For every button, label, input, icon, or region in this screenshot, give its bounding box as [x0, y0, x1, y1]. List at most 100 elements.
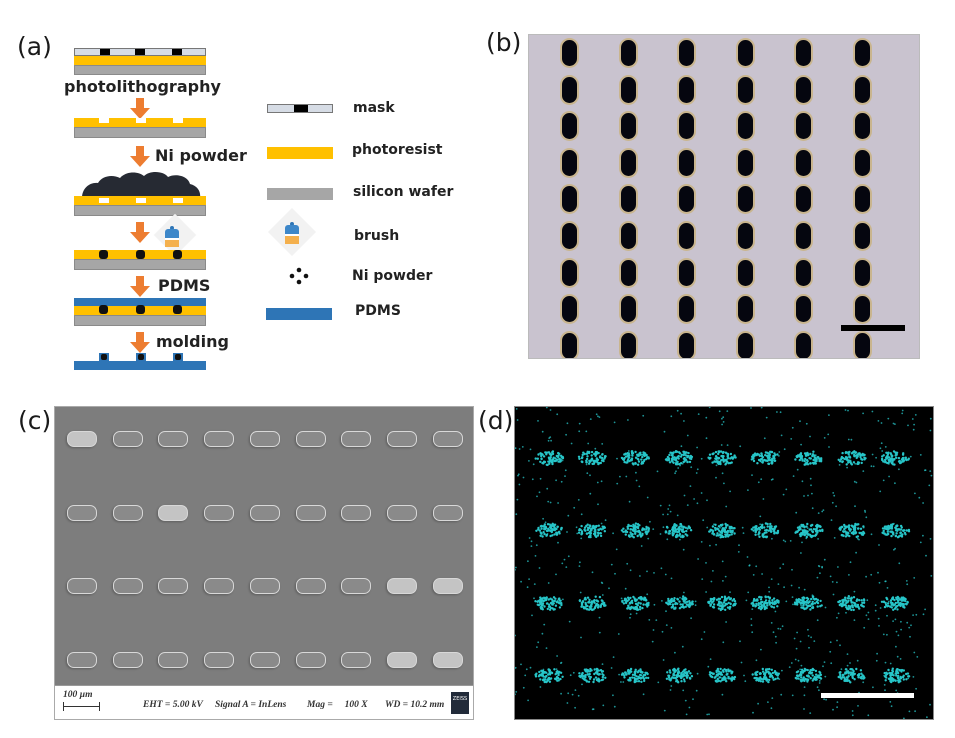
well: [737, 332, 753, 358]
ni-signal-dot: [797, 659, 800, 662]
ni-signal-dot: [838, 464, 841, 466]
well: [562, 296, 577, 323]
ni-signal-dot: [914, 414, 917, 416]
step-label-pdms: PDMS: [158, 276, 211, 295]
ni-signal-dot: [801, 541, 803, 544]
ni-signal-dot: [564, 475, 566, 477]
ni-signal-dot: [585, 430, 588, 433]
ni-signal-dot: [674, 472, 676, 475]
ni-signal-dot: [693, 498, 695, 500]
ni-signal-dot: [696, 672, 699, 675]
ni-signal-dot: [617, 633, 620, 635]
ni-signal-dot: [913, 423, 915, 426]
sem-signal: Signal A = InLens: [215, 700, 287, 710]
ni-signal-dot: [726, 410, 729, 412]
ni-signal-dot: [625, 475, 628, 478]
ni-signal-dot: [581, 683, 583, 686]
pillar: [386, 578, 417, 594]
ni-signal-dot: [534, 555, 537, 557]
ni-signal-dot: [772, 631, 775, 634]
ni-signal-dot: [706, 499, 708, 502]
ni-signal-dot: [695, 689, 698, 692]
well: [796, 186, 811, 213]
pillar: [295, 651, 326, 668]
ni-signal-dot: [913, 577, 916, 579]
ni-signal-dot: [800, 552, 802, 554]
ni-signal-dot: [884, 580, 887, 583]
well: [737, 113, 753, 140]
ni-signal-dot: [798, 586, 800, 589]
sem-info-bar: 100 µm EHT = 5.00 kV Signal A = InLens M…: [55, 685, 473, 719]
ni-signal-dot: [770, 707, 773, 710]
ni-signal-dot: [549, 501, 552, 504]
ni-signal-dot: [757, 481, 760, 484]
ni-signal-dot: [580, 513, 583, 516]
ni-signal-dot: [705, 591, 707, 593]
ni-signal-dot: [762, 498, 765, 500]
ni-signal-dot: [919, 541, 922, 544]
ni-signal-dot: [883, 684, 886, 686]
ni-signal-dot: [877, 617, 880, 620]
ni-signal-dot: [877, 420, 880, 422]
ni-cluster: [880, 450, 910, 466]
ni-signal-dot: [803, 588, 806, 591]
pillar: [67, 578, 97, 594]
ni-signal-dot: [515, 513, 518, 516]
pillar: [158, 431, 189, 447]
ni-signal-dot: [849, 662, 851, 664]
ni-signal-dot: [682, 548, 685, 551]
ni-cluster: [708, 667, 737, 683]
ni-cluster: [837, 450, 867, 466]
ni-signal-dot: [522, 476, 525, 479]
ni-cluster: [794, 667, 823, 683]
ni-signal-dot: [560, 480, 563, 483]
ni-signal-dot: [912, 428, 915, 431]
ni-signal-dot: [619, 475, 621, 478]
pillar: [295, 578, 326, 594]
ni-signal-dot: [700, 638, 703, 641]
ni-signal-dot: [539, 477, 542, 480]
ni-signal-dot: [550, 439, 552, 442]
ni-signal-dot: [533, 583, 536, 585]
ni-signal-dot: [622, 681, 625, 683]
ni-signal-dot: [884, 661, 887, 664]
ni-signal-dot: [864, 511, 867, 513]
sem-wd: WD = 10.2 mm: [385, 700, 445, 710]
ni-signal-dot: [533, 597, 535, 600]
ni-signal-dot: [926, 716, 928, 719]
well: [737, 296, 753, 323]
ni-signal-dot: [845, 611, 847, 614]
ni-signal-dot: [862, 681, 865, 684]
down-arrow-icon: [130, 222, 150, 243]
ni-signal-dot: [878, 581, 881, 584]
ni-signal-dot: [779, 567, 782, 569]
ni-signal-dot: [538, 567, 541, 569]
ni-particle: [99, 305, 108, 314]
ni-signal-dot: [604, 519, 607, 522]
ni-cluster: [838, 522, 866, 539]
ni-signal-dot: [929, 429, 932, 432]
ni-signal-dot: [598, 616, 601, 619]
ni-signal-dot: [669, 510, 672, 513]
ni-signal-dot: [694, 604, 697, 607]
well: [679, 76, 694, 103]
ni-signal-dot: [600, 480, 603, 483]
ni-signal-dot: [893, 548, 895, 551]
ni-signal-dot: [700, 541, 703, 543]
pillar: [204, 651, 235, 668]
ni-signal-dot: [830, 519, 833, 521]
ni-signal-dot: [775, 641, 777, 644]
ni-signal-dot: [539, 686, 542, 688]
well: [679, 149, 694, 176]
ni-signal-dot: [895, 630, 898, 633]
ni-signal-dot: [547, 439, 550, 442]
ni-signal-dot: [853, 619, 856, 621]
pillar: [386, 431, 417, 447]
well: [562, 186, 577, 213]
ni-signal-dot: [706, 713, 709, 716]
ni-signal-dot: [807, 494, 809, 497]
ni-signal-dot: [919, 454, 922, 456]
ni-signal-dot: [810, 484, 812, 487]
ni-signal-dot: [694, 600, 697, 603]
ni-signal-dot: [929, 470, 932, 472]
